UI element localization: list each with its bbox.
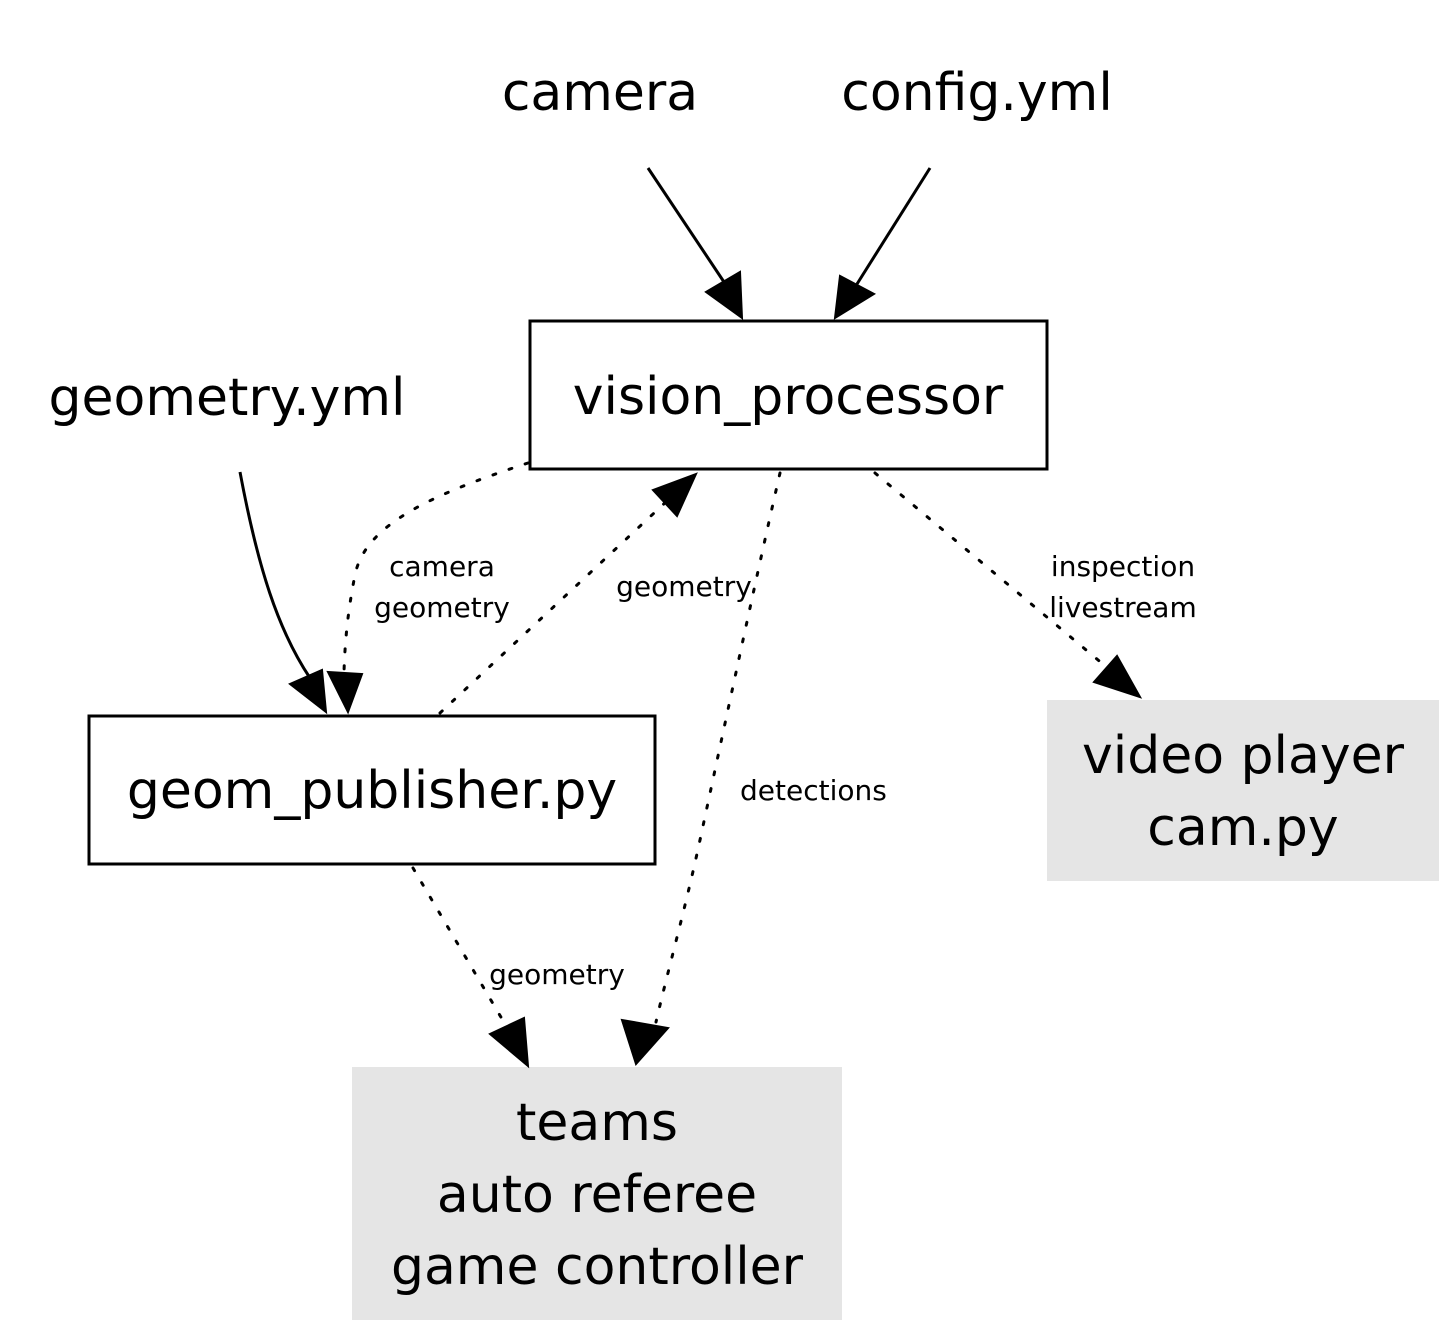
edge-config-to-vision bbox=[833, 167, 932, 320]
edge-label-geometry-up: geometry bbox=[616, 570, 752, 603]
camera-node: camera bbox=[502, 63, 698, 123]
auto-referee-label: auto referee bbox=[437, 1165, 757, 1225]
edge-geometry-yml-to-publisher bbox=[238, 471, 328, 715]
edge-label-geometry-down: geometry bbox=[489, 958, 625, 991]
geom-publisher-label: geom_publisher.py bbox=[127, 761, 617, 821]
edge-label-geometry-1: geometry bbox=[374, 591, 510, 624]
vision-processor-box: vision_processor bbox=[528, 319, 1049, 471]
edge-publisher-to-vision: geometry bbox=[438, 472, 752, 715]
geom-publisher-box: geom_publisher.py bbox=[87, 714, 657, 866]
config-yml-node: config.yml bbox=[841, 63, 1113, 123]
cam-py-label: cam.py bbox=[1147, 798, 1338, 858]
edge-publisher-to-consumers: geometry bbox=[411, 866, 625, 1069]
game-controller-label: game controller bbox=[391, 1237, 804, 1297]
edge-camera-to-vision bbox=[646, 167, 744, 321]
video-player-label: video player bbox=[1082, 726, 1405, 786]
edge-vision-to-consumers: detections bbox=[620, 471, 887, 1066]
edge-label-livestream: livestream bbox=[1049, 591, 1196, 624]
consumers-box: teams auto referee game controller bbox=[352, 1067, 842, 1320]
geometry-yml-node: geometry.yml bbox=[49, 368, 406, 428]
edge-label-inspection: inspection bbox=[1051, 550, 1195, 583]
vision-processor-label: vision_processor bbox=[573, 367, 1004, 427]
edge-vision-to-publisher: camera geometry bbox=[326, 461, 530, 715]
video-player-box: video player cam.py bbox=[1047, 700, 1439, 881]
teams-label: teams bbox=[516, 1093, 678, 1153]
edge-vision-to-video-player: inspection livestream bbox=[873, 471, 1197, 699]
edge-label-detections: detections bbox=[740, 774, 887, 807]
edge-label-camera: camera bbox=[389, 550, 495, 583]
